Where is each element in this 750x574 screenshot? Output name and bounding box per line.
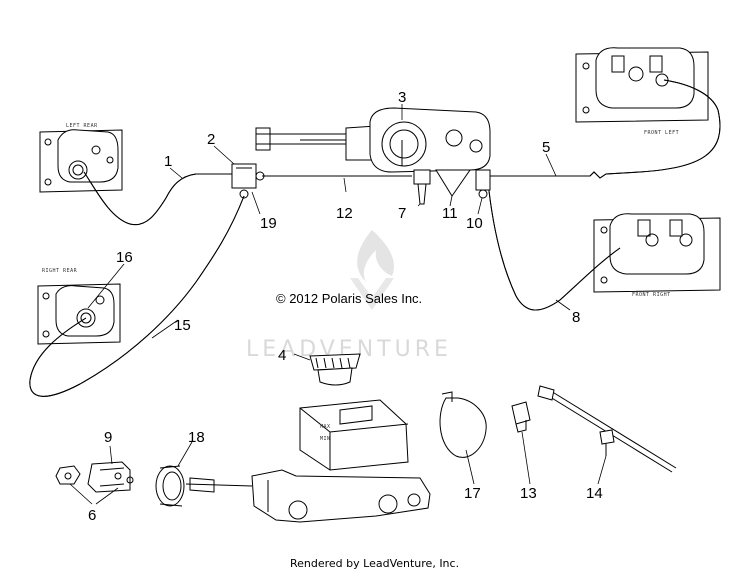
callout-10: 10: [466, 215, 483, 232]
callout-9: 9: [104, 429, 112, 446]
callout-13: 13: [520, 485, 537, 502]
cable-tie: [537, 385, 677, 473]
clamp: [439, 391, 487, 458]
callouts: 1 2 3 4 5 6 7 8 9 10 11 12 13 14 15 16 1…: [88, 89, 603, 524]
callout-5: 5: [542, 139, 550, 156]
copyright-text: © 2012 Polaris Sales Inc.: [276, 291, 422, 306]
caliper-front-right-label: FRONT RIGHT: [632, 292, 671, 298]
callout-16: 16: [116, 249, 133, 266]
callout-18: 18: [188, 429, 205, 446]
caliper-front-right: FRONT RIGHT: [593, 213, 721, 298]
reservoir-cap: [309, 353, 361, 386]
junction-block: [231, 163, 265, 199]
callout-4: 4: [278, 347, 286, 364]
caliper-front-left: FRONT LEFT: [575, 47, 709, 136]
clip: [511, 401, 531, 433]
callout-11: 11: [442, 205, 458, 222]
caliper-right-rear: RIGHT REAR: [37, 268, 121, 345]
callout-2: 2: [207, 131, 215, 148]
callout-19: 19: [260, 215, 277, 232]
footer-text: Rendered by LeadVenture, Inc.: [290, 557, 459, 570]
callout-8: 8: [572, 309, 580, 326]
master-cylinder-lower: MAX MIN: [185, 399, 431, 523]
caliper-right-rear-label: RIGHT REAR: [42, 268, 78, 274]
caliper-left-rear: LEFT REAR: [39, 123, 123, 193]
brake-lines: [29, 79, 721, 397]
callout-17: 17: [464, 485, 481, 502]
callout-14: 14: [586, 485, 603, 502]
master-cylinder-max-label: MAX: [320, 424, 331, 430]
master-cylinder-upper: [255, 107, 491, 205]
callout-7: 7: [398, 205, 406, 222]
callout-6: 6: [88, 507, 96, 524]
callout-12: 12: [336, 205, 353, 222]
caliper-left-rear-label: LEFT REAR: [66, 123, 98, 129]
leader-lines: [69, 104, 607, 505]
callout-15: 15: [174, 317, 191, 334]
caliper-front-left-label: FRONT LEFT: [644, 130, 679, 136]
boot: [155, 465, 185, 507]
callout-1: 1: [164, 153, 172, 170]
clevis-nut: [55, 461, 134, 493]
callout-3: 3: [398, 89, 406, 106]
master-cylinder-min-label: MIN: [320, 436, 331, 442]
